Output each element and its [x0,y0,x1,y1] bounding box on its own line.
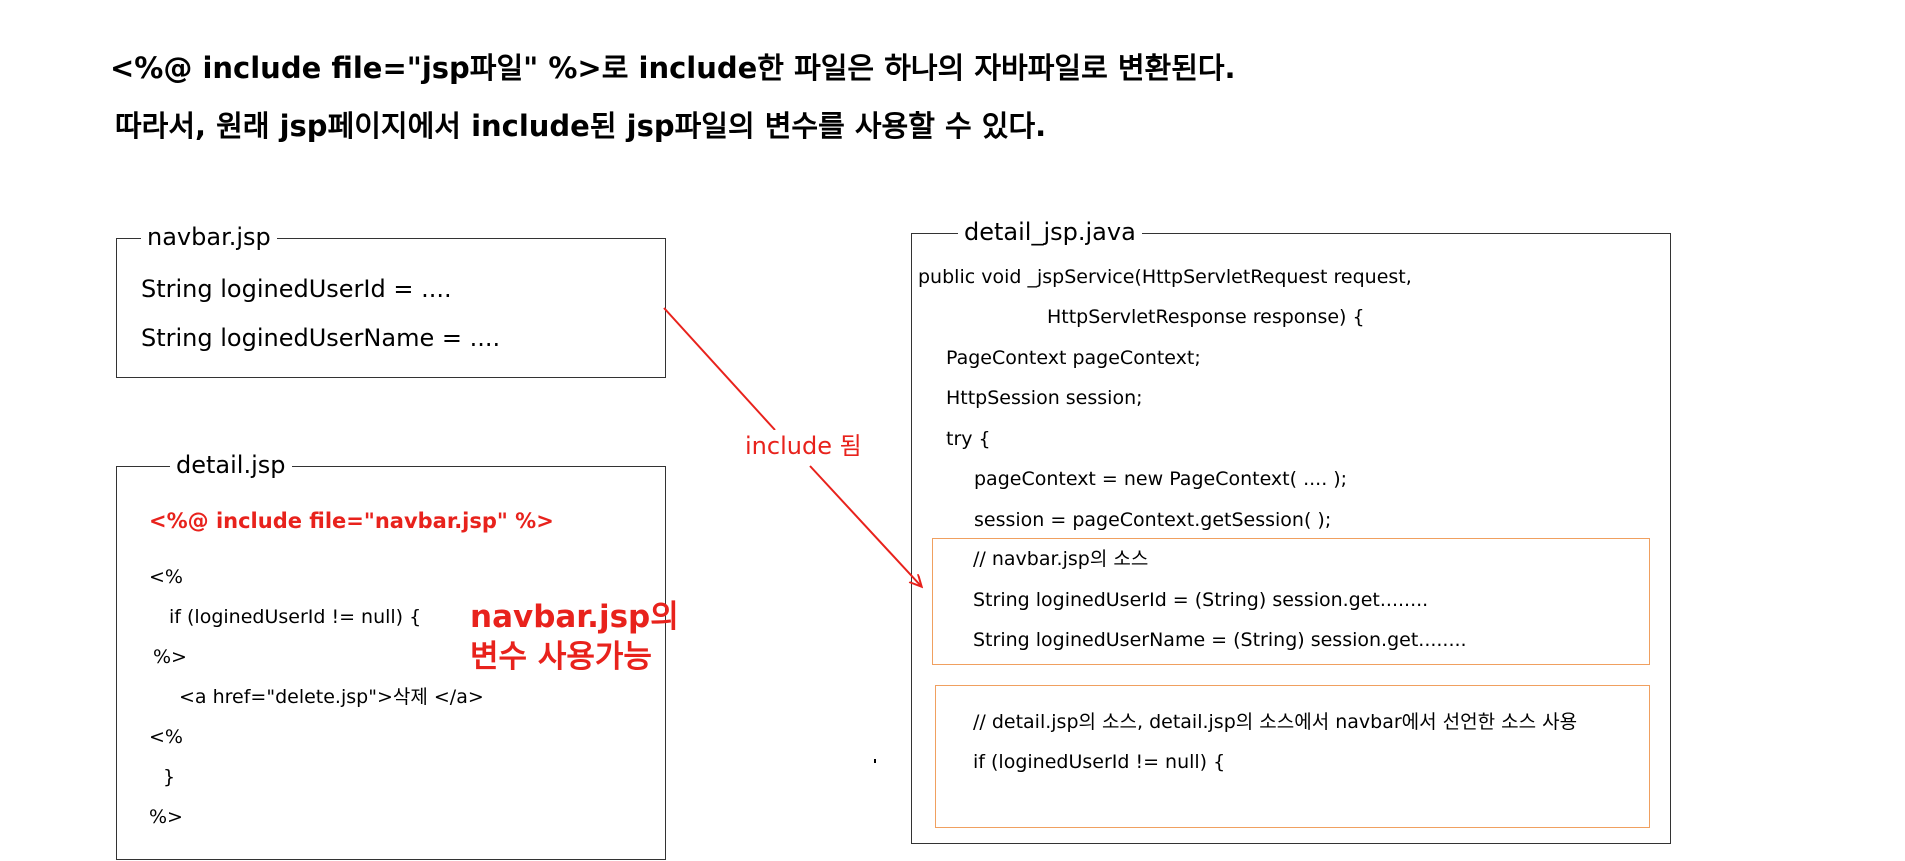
navbar-line-userid: String loginedUserId = .... [141,275,452,303]
navbar-source-userid: String loginedUserId = (String) session.… [973,589,1429,611]
detail-source-if: if (loginedUserId != null) { [973,751,1226,773]
detail-code-line-7: %> [149,806,183,828]
navbar-source-username: String loginedUserName = (String) sessio… [973,629,1467,651]
java-line-6: pageContext = new PageContext( .... ); [974,468,1348,490]
heading-line-2: 따라서, 원래 jsp페이지에서 include된 jsp파일의 변수를 사용할… [115,109,1047,143]
java-line-5: try { [946,428,991,450]
detail-jsp-box: detail.jsp <%@ include file="navbar.jsp"… [116,449,666,860]
detail-source-comment: // detail.jsp의 소스, detail.jsp의 소스에서 navb… [973,711,1578,733]
java-line-2: HttpServletResponse response) { [1047,306,1365,328]
stray-dot [874,759,876,763]
detail-code-line-3: %> [153,646,187,668]
navbar-source-section: // navbar.jsp의 소스 String loginedUserId =… [932,538,1650,665]
java-line-1: public void _jspService(HttpServletReque… [918,266,1412,288]
variable-usable-note-line-2: 변수 사용가능 [470,639,652,675]
detail-code-line-2: if (loginedUserId != null) { [169,606,422,628]
java-line-7: session = pageContext.getSession( ); [974,509,1332,531]
detail-code-line-6: } [163,766,176,788]
navbar-jsp-box: navbar.jsp String loginedUserId = .... S… [116,221,666,378]
java-line-3: PageContext pageContext; [946,347,1201,369]
java-line-4: HttpSession session; [946,387,1143,409]
include-arrow-label: include 됨 [741,430,866,462]
detail-jsp-java-title: detail_jsp.java [958,216,1142,248]
detail-code-line-5: <% [149,726,183,748]
detail-jsp-title: detail.jsp [170,449,292,481]
navbar-jsp-title: navbar.jsp [141,221,277,253]
detail-code-line-1: <% [149,566,183,588]
navbar-source-comment: // navbar.jsp의 소스 [973,548,1149,570]
detail-include-directive: <%@ include file="navbar.jsp" %> [149,509,554,533]
navbar-line-username: String loginedUserName = .... [141,324,501,352]
variable-usable-note-line-1: navbar.jsp의 [470,599,679,635]
heading-line-1: <%@ include file="jsp파일" %>로 include한 파일… [110,51,1236,85]
detail-source-section: // detail.jsp의 소스, detail.jsp의 소스에서 navb… [935,685,1650,828]
detail-code-line-4: <a href="delete.jsp">삭제 </a> [179,686,484,708]
detail-jsp-java-box: detail_jsp.java public void _jspService(… [911,216,1671,844]
